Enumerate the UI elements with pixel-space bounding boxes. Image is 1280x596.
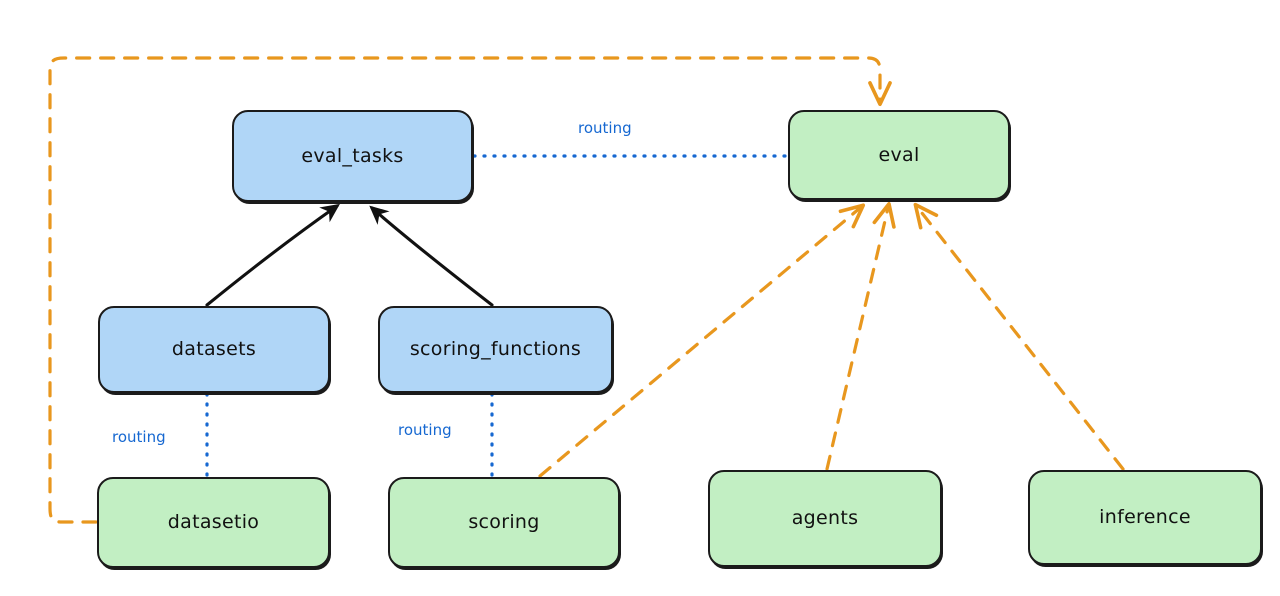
node-eval-tasks[interactable]: eval_tasks bbox=[232, 110, 473, 202]
edge-agents-to-eval bbox=[825, 202, 896, 471]
edge-datasets-to-eval-tasks bbox=[205, 203, 340, 307]
node-scoring-functions[interactable]: scoring_functions bbox=[378, 306, 613, 393]
node-label-eval-tasks: eval_tasks bbox=[301, 144, 404, 167]
edge-scoring-to-eval bbox=[538, 203, 866, 478]
node-label-datasetio: datasetio bbox=[167, 511, 260, 533]
node-label-scoring: scoring bbox=[468, 511, 540, 533]
edge-scoring-functions-to-eval-tasks bbox=[369, 205, 494, 307]
node-label-eval: eval bbox=[878, 143, 920, 166]
edge-label-routing-eval: routing bbox=[578, 119, 632, 137]
node-inference[interactable]: inference bbox=[1028, 470, 1262, 565]
node-eval[interactable]: eval bbox=[788, 110, 1010, 200]
node-scoring[interactable]: scoring bbox=[388, 477, 620, 568]
edge-label-routing-scoring: routing bbox=[398, 421, 452, 439]
node-datasets[interactable]: datasets bbox=[98, 306, 330, 393]
node-label-scoring-functions: scoring_functions bbox=[409, 338, 582, 360]
node-datasetio[interactable]: datasetio bbox=[97, 477, 330, 568]
edge-label-routing-datasetio: routing bbox=[112, 428, 166, 446]
node-label-inference: inference bbox=[1099, 506, 1191, 528]
node-agents[interactable]: agents bbox=[708, 470, 942, 567]
node-label-agents: agents bbox=[791, 507, 859, 529]
edge-inference-to-eval bbox=[913, 202, 1125, 471]
node-label-datasets: datasets bbox=[171, 338, 257, 360]
edge-datasetio-to-eval bbox=[48, 56, 892, 524]
